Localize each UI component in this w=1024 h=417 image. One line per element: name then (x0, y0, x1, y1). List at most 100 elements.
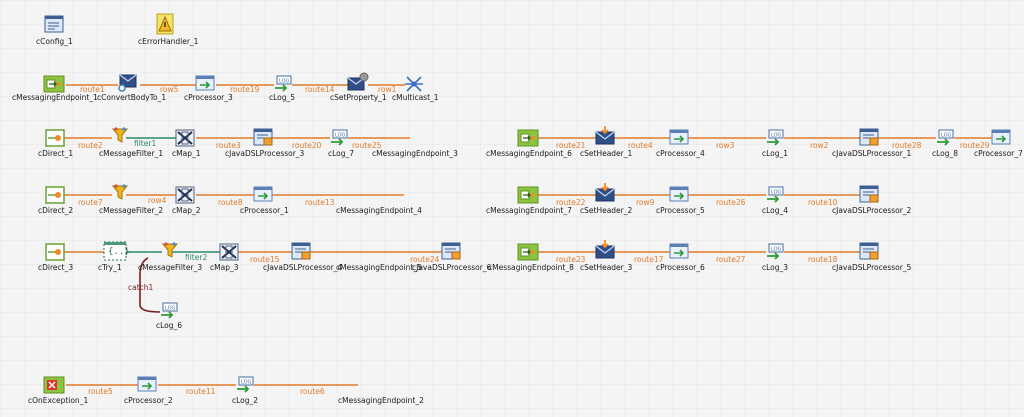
connection-label: row1 (378, 85, 397, 94)
component-cJavaDSLProcessor_2[interactable]: cJavaDSLProcessor_2 (832, 185, 912, 215)
log-icon (274, 75, 292, 92)
component-label: cMessageFilter_3 (138, 263, 202, 272)
component-label: cLog_2 (232, 396, 258, 405)
processor-window-icon (991, 129, 1011, 145)
component-label: cLog_7 (328, 149, 354, 158)
log-icon (236, 376, 254, 393)
component-cMessagingEndpoint_5[interactable]: cMessagingEndpoint_5 (336, 263, 422, 272)
connection-label: route5 (88, 387, 113, 396)
component-cMap_1[interactable]: cMap_1 (172, 129, 201, 158)
component-cMessagingEndpoint_6[interactable]: cMessagingEndpoint_6 (486, 129, 572, 158)
connection-label: row3 (716, 141, 735, 150)
component-cLog_1[interactable]: cLog_1 (762, 129, 788, 158)
component-cProcessor_6[interactable]: cProcessor_6 (656, 243, 705, 272)
component-label: cSetProperty_1 (330, 93, 387, 102)
processor-window-icon (669, 129, 689, 145)
processor-window-icon (195, 75, 215, 91)
component-label: cLog_5 (269, 93, 295, 102)
route-row-2-right: route21 route4 row3 row2 route28 route29… (486, 125, 1023, 158)
component-cLog_6[interactable]: cLog_6 (156, 302, 182, 330)
java-dsl-icon (441, 242, 461, 260)
component-cDirect_1[interactable]: cDirect_1 (38, 129, 73, 158)
component-cLog_3[interactable]: cLog_3 (762, 243, 788, 272)
component-label: cConfig_1 (36, 37, 73, 46)
component-cMessageFilter_1[interactable]: cMessageFilter_1 (99, 126, 163, 158)
component-cConvertBodyTo_1[interactable]: cConvertBodyTo_1 (97, 74, 166, 102)
component-cJavaDSLProcessor_5[interactable]: cJavaDSLProcessor_5 (832, 242, 912, 272)
component-cMessagingEndpoint_3[interactable]: cMessagingEndpoint_3 (372, 149, 458, 158)
connection-label: route17 (634, 255, 664, 264)
component-cProcessor_7[interactable]: cProcessor_7 (974, 129, 1023, 158)
component-label: cSetHeader_2 (580, 206, 632, 215)
component-cLog_2[interactable]: cLog_2 (232, 376, 258, 405)
component-label: cJavaDSLProcessor_5 (832, 263, 912, 272)
component-cMap_2[interactable]: cMap_2 (172, 186, 201, 215)
exception-icon (43, 376, 65, 394)
component-cProcessor_4[interactable]: cProcessor_4 (656, 129, 705, 158)
component-cSetHeader_3[interactable]: cSetHeader_3 (580, 239, 632, 272)
java-dsl-icon (859, 242, 879, 260)
component-cLog_8[interactable]: cLog_8 (932, 129, 958, 158)
catch-connection-line[interactable] (139, 257, 161, 313)
log-icon (330, 129, 348, 146)
connection-label: route10 (808, 198, 838, 207)
connection-label: route23 (556, 255, 586, 264)
component-cDirect_2[interactable]: cDirect_2 (38, 186, 73, 215)
component-cMessagingEndpoint_2[interactable]: cMessagingEndpoint_2 (338, 396, 424, 405)
component-cMessagingEndpoint_1[interactable]: cMessagingEndpoint_1 (12, 75, 98, 102)
connection-label: route14 (305, 85, 335, 94)
connection-label: route27 (716, 255, 746, 264)
component-cSetProperty_1[interactable]: cSetProperty_1 (330, 72, 387, 102)
map-icon (175, 186, 195, 204)
component-cSetHeader_1[interactable]: cSetHeader_1 (580, 125, 632, 158)
component-cDirect_3[interactable]: cDirect_3 (38, 243, 73, 272)
component-cLog_5[interactable]: cLog_5 (269, 75, 295, 102)
component-cErrorHandler_1[interactable]: cErrorHandler_1 (138, 13, 199, 46)
funnel-icon (112, 183, 128, 200)
component-cLog_7[interactable]: cLog_7 (328, 129, 354, 158)
route-row-3-left: route7 row4 route8 route13 cDirect_2 cMe… (38, 183, 422, 215)
component-cConfig_1[interactable]: cConfig_1 (36, 15, 73, 46)
component-cLog_4[interactable]: cLog_4 (762, 186, 788, 215)
component-cMessageFilter_3[interactable]: cMessageFilter_3 (138, 241, 202, 272)
component-label: cProcessor_7 (974, 149, 1023, 158)
connection-label: route11 (186, 387, 216, 396)
component-label: cJavaDSLProcessor_1 (832, 149, 912, 158)
processor-window-icon (253, 186, 273, 202)
component-cMessageFilter_2[interactable]: cMessageFilter_2 (99, 183, 163, 215)
endpoint-arrow-icon (517, 129, 539, 147)
connection-label: route29 (960, 141, 990, 150)
connection-label: route20 (292, 141, 322, 150)
component-cProcessor_2[interactable]: cProcessor_2 (124, 376, 173, 405)
component-cJavaDSLProcessor_4[interactable]: cJavaDSLProcessor_4 (263, 242, 343, 272)
component-cMessagingEndpoint_8[interactable]: cMessagingEndpoint_8 (488, 243, 574, 272)
connection-label: row9 (636, 198, 655, 207)
component-cProcessor_1[interactable]: cProcessor_1 (240, 186, 289, 215)
component-cSetHeader_2[interactable]: cSetHeader_2 (580, 182, 632, 215)
component-label: cMap_2 (172, 206, 201, 215)
connection-label: route22 (556, 198, 586, 207)
connection-label: route21 (556, 141, 586, 150)
component-cProcessor_3[interactable]: cProcessor_3 (184, 75, 233, 102)
component-label: cProcessor_2 (124, 396, 173, 405)
component-cMessagingEndpoint_7[interactable]: cMessagingEndpoint_7 (486, 186, 572, 215)
map-icon (175, 129, 195, 147)
component-cTry_1[interactable]: cTry_1 (98, 241, 131, 272)
component-cMessagingEndpoint_4[interactable]: cMessagingEndpoint_4 (336, 206, 422, 215)
component-cJavaDSLProcessor_6[interactable]: cJavaDSLProcessor_6 (412, 242, 492, 272)
funnel-icon (112, 126, 128, 143)
component-cOnException_1[interactable]: cOnException_1 (28, 376, 88, 405)
component-label: cLog_4 (762, 206, 788, 215)
component-label: cProcessor_3 (184, 93, 233, 102)
try-icon (103, 241, 131, 261)
component-label: cMessageFilter_1 (99, 149, 163, 158)
component-cProcessor_5[interactable]: cProcessor_5 (656, 186, 705, 215)
component-cJavaDSLProcessor_1[interactable]: cJavaDSLProcessor_1 (832, 128, 912, 158)
component-cJavaDSLProcessor_3[interactable]: cJavaDSLProcessor_3 (225, 128, 305, 158)
funnel-icon (162, 241, 178, 258)
map-icon (219, 243, 239, 261)
component-cMap_3[interactable]: cMap_3 (210, 243, 239, 272)
component-cMulticast_1[interactable]: cMulticast_1 (392, 76, 439, 102)
